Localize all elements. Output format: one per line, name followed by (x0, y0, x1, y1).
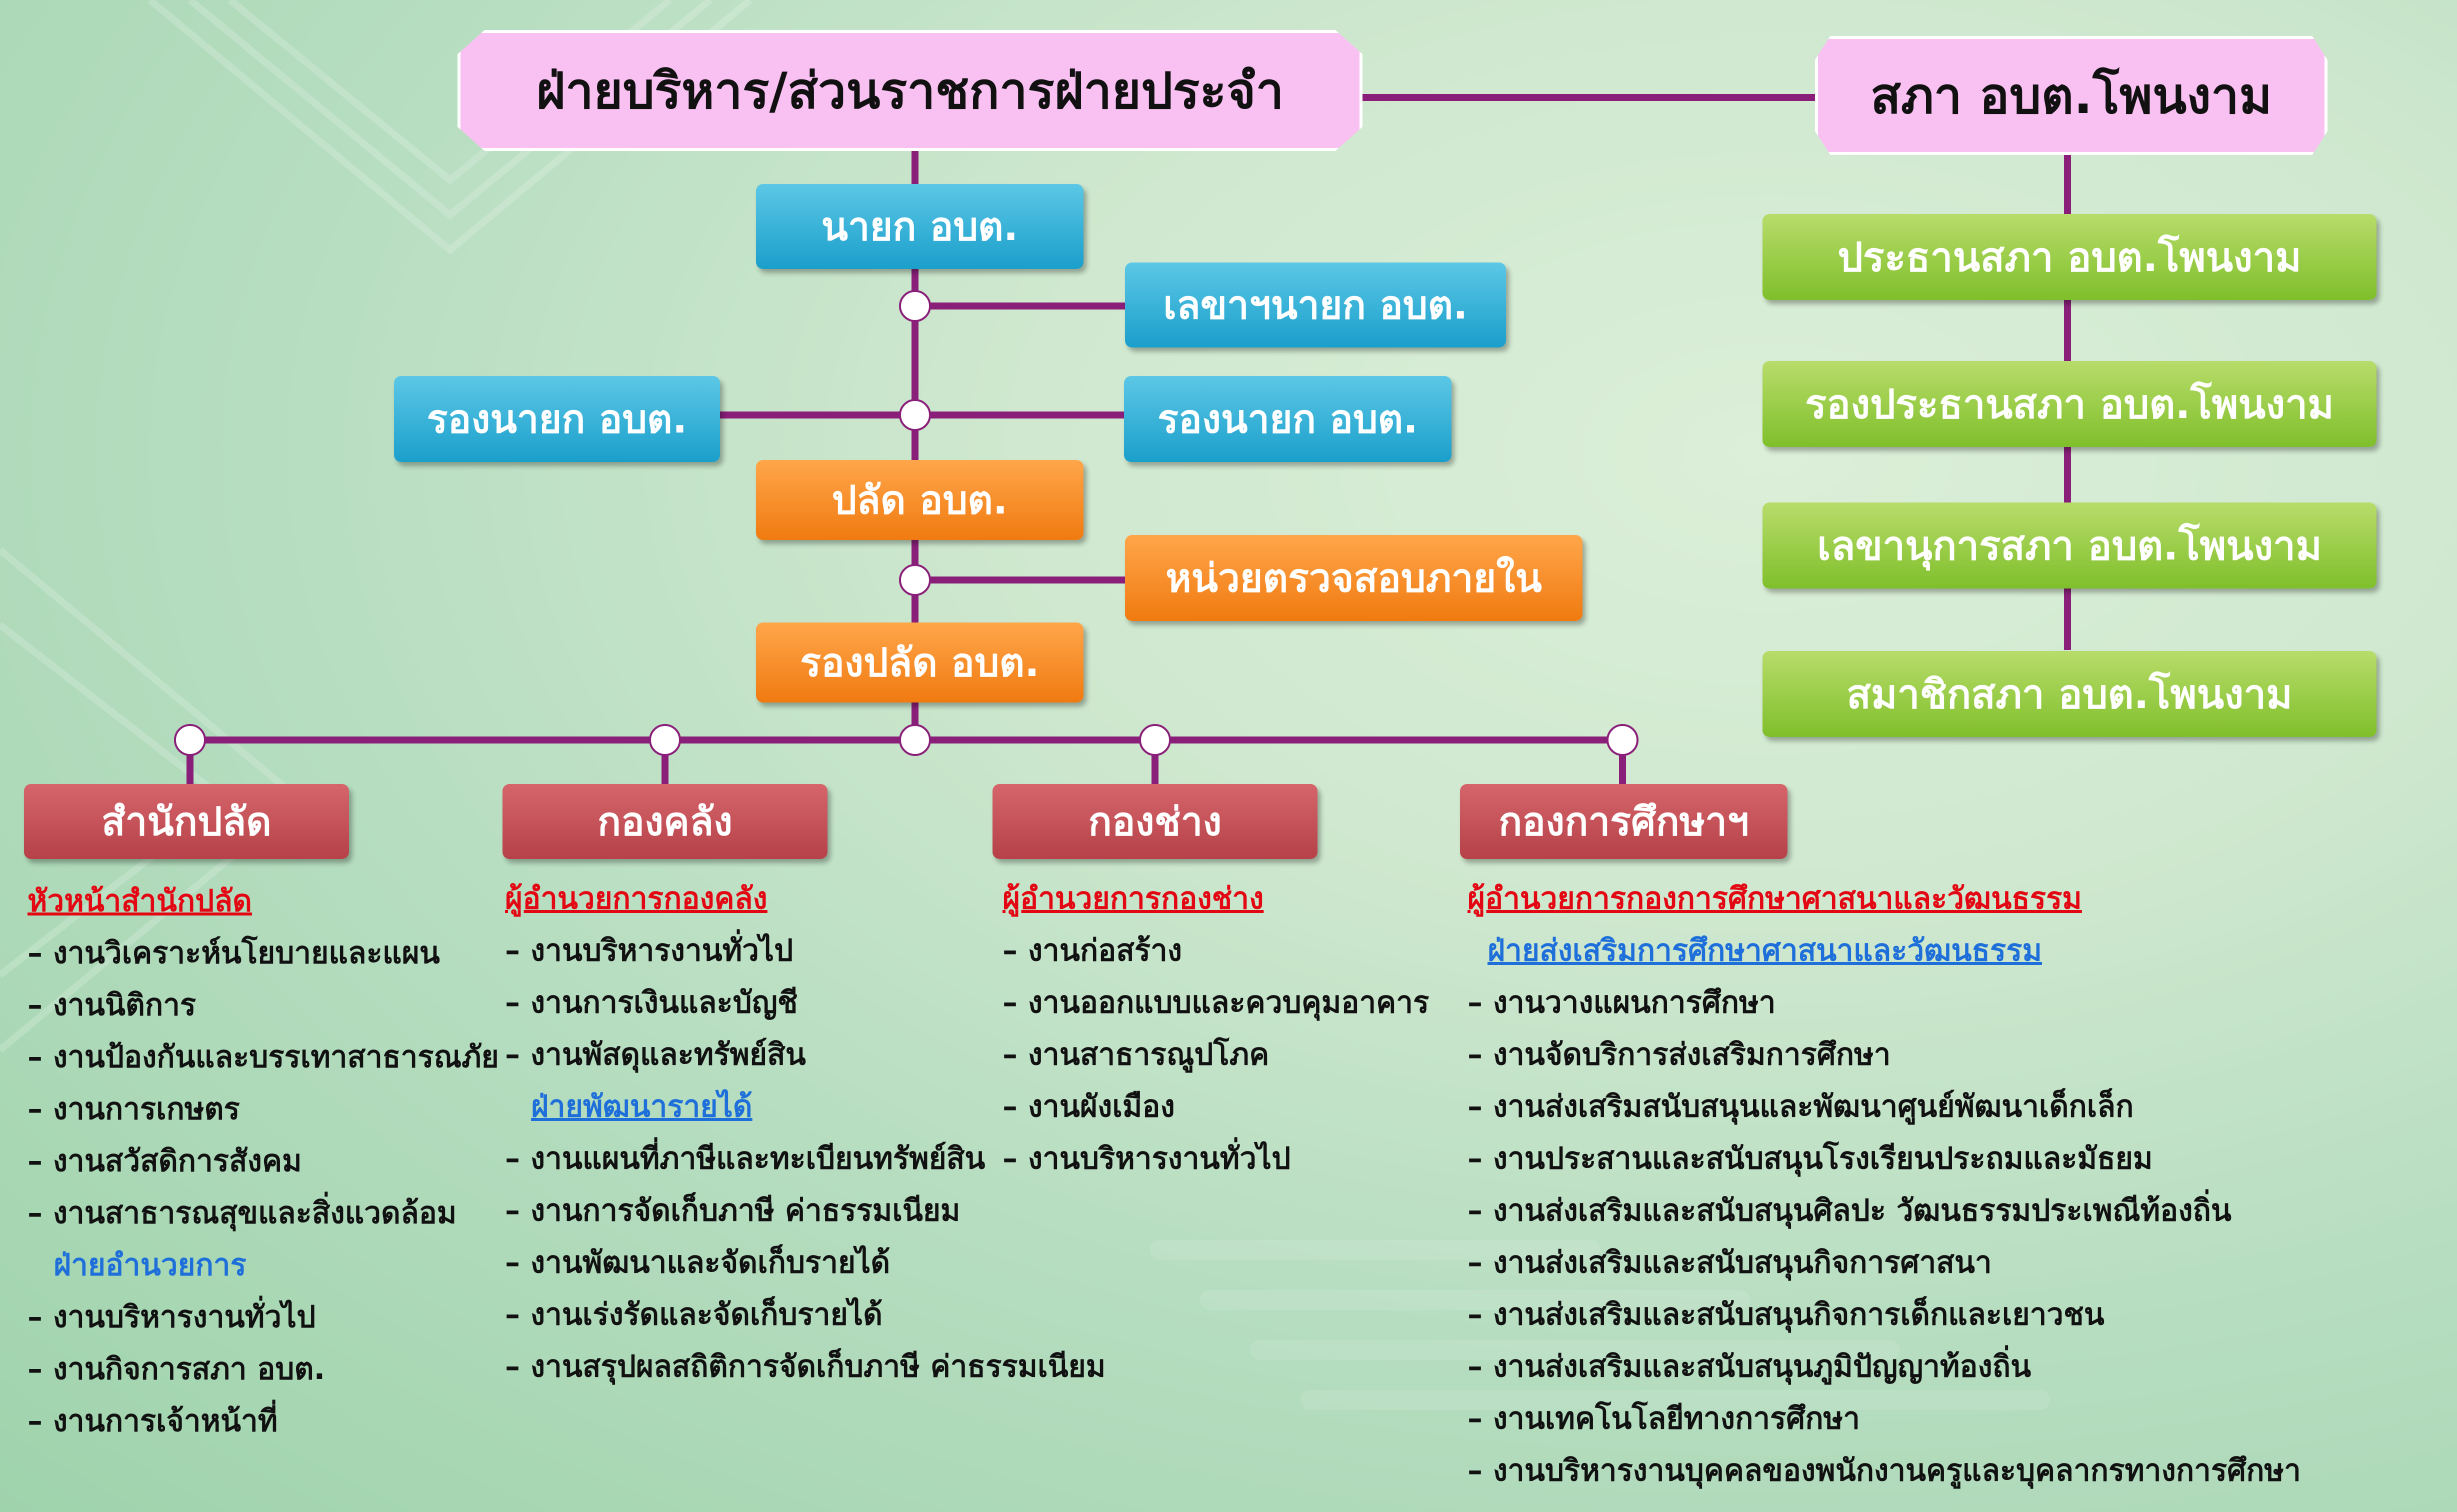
box-internal-audit: หน่วยตรวจสอบภายใน (1125, 535, 1582, 621)
box-deputy-mayor-right: รองนายก อบต. (1124, 376, 1452, 462)
box-deputy-palad: รองปลัด อบต. (756, 622, 1084, 702)
list-item: – งานนิติการ (28, 988, 196, 1022)
list-item: – งานสาธารณสุขและสิ่งแวดล้อม (28, 1196, 457, 1230)
list-item: – งานส่งเสริมและสนับสนุนกิจการเด็กและเยา… (1468, 1297, 2104, 1332)
box-mayor: นายก อบต. (756, 184, 1084, 269)
list-item: – งานการเงินและบัญชี (505, 985, 798, 1020)
box-dept-engineering: กองช่าง (992, 784, 1318, 859)
list-item: – งานการจัดเก็บภาษี ค่าธรรมเนียม (505, 1193, 960, 1228)
list-item: – งานวางแผนการศึกษา (1468, 985, 1776, 1020)
box-council-vice-president: รองประธานสภา อบต.โพนงาม (1762, 361, 2376, 447)
connector-node (649, 724, 681, 756)
connector-node (899, 724, 931, 756)
connector-node (899, 399, 931, 431)
list-dept-palad-office: หัวหน้าสำนักปลัด – งานวิเคราะห์นโยบายและ… (28, 875, 499, 1447)
box-palad: ปลัด อบต. (756, 460, 1084, 540)
list-dept-finance: ผู้อำนวยการกองคลัง – งานบริหารงานทั่วไป … (505, 872, 1106, 1392)
connector-node (1606, 724, 1638, 756)
list-subhead: ฝ่ายส่งเสริมการศึกษาศาสนาและวัฒนธรรม (1488, 933, 2042, 968)
header-executive: ฝ่ายบริหาร/ส่วนราชการฝ่ายประจำ (458, 30, 1362, 151)
list-item: – งานบริหารงานทั่วไป (1002, 1141, 1291, 1176)
list-item: – งานออกแบบและควบคุมอาคาร (1002, 985, 1430, 1020)
list-subhead: ฝ่ายพัฒนารายได้ (531, 1089, 752, 1124)
connector-node (899, 564, 931, 596)
list-item: – งานการเจ้าหน้าที่ (28, 1404, 278, 1438)
list-item: – งานกิจการสภา อบต. (28, 1352, 326, 1386)
list-item: – งานส่งเสริมและสนับสนุนศิลปะ วัฒนธรรมปร… (1468, 1193, 2232, 1228)
list-item: – งานสาธารณูปโภค (1002, 1037, 1270, 1072)
box-dept-palad-office: สำนักปลัด (24, 784, 349, 859)
list-head: ผู้อำนวยการกองช่าง (1002, 881, 1264, 916)
list-item: – งานแผนที่ภาษีและทะเบียนทรัพย์สิน (505, 1141, 986, 1176)
box-council-secretary: เลขานุการสภา อบต.โพนงาม (1762, 502, 2376, 588)
list-item: – งานป้องกันและบรรเทาสาธารณภัย (28, 1040, 499, 1074)
list-item: – งานก่อสร้าง (1002, 933, 1182, 968)
list-item: – งานส่งเสริมสนับสนุนและพัฒนาศูนย์พัฒนาเ… (1468, 1089, 2134, 1124)
list-item: – งานสวัสดิการสังคม (28, 1144, 302, 1178)
list-item: – งานบริหารงานทั่วไป (28, 1300, 316, 1334)
list-item: – งานพัฒนาและจัดเก็บรายได้ (505, 1245, 890, 1280)
list-dept-engineering: ผู้อำนวยการกองช่าง – งานก่อสร้าง – งานออ… (1002, 872, 1429, 1184)
header-council: สภา อบต.โพนงาม (1815, 36, 2328, 155)
list-dept-education: ผู้อำนวยการกองการศึกษาศาสนาและวัฒนธรรม ฝ… (1468, 872, 2301, 1496)
list-item: – งานประสานและสนับสนุนโรงเรียนประถมและมั… (1468, 1141, 2153, 1176)
box-mayor-secretary: เลขาฯนายก อบต. (1125, 262, 1506, 348)
connector-node (899, 290, 931, 322)
list-item: – งานเร่งรัดและจัดเก็บรายได้ (505, 1297, 883, 1332)
list-head: หัวหน้าสำนักปลัด (28, 884, 252, 918)
box-deputy-mayor-left: รองนายก อบต. (394, 376, 720, 462)
connector-node (174, 724, 206, 756)
list-subhead: ฝ่ายอำนวยการ (54, 1248, 246, 1282)
list-item: – งานการเกษตร (28, 1092, 240, 1126)
list-head: ผู้อำนวยการกองคลัง (505, 881, 768, 916)
list-item: – งานผังเมือง (1002, 1089, 1175, 1124)
list-item: – งานบริหารงานทั่วไป (505, 933, 794, 968)
connector-node (1139, 724, 1171, 756)
box-dept-finance: กองคลัง (502, 784, 828, 859)
box-dept-education: กองการศึกษาฯ (1460, 784, 1788, 859)
list-head: ผู้อำนวยการกองการศึกษาศาสนาและวัฒนธรรม (1468, 881, 2082, 916)
list-item: – งานสรุปผลสถิติการจัดเก็บภาษี ค่าธรรมเน… (505, 1349, 1106, 1384)
list-item: – งานจัดบริการส่งเสริมการศึกษา (1468, 1037, 1891, 1072)
list-item: – งานเทคโนโลยีทางการศึกษา (1468, 1401, 1860, 1436)
box-council-members: สมาชิกสภา อบต.โพนงาม (1762, 651, 2376, 737)
list-item: – งานวิเคราะห์นโยบายและแผน (28, 936, 440, 970)
list-item: – งานส่งเสริมและสนับสนุนภูมิปัญญาท้องถิ่… (1468, 1349, 2032, 1384)
list-item: – งานบริหารงานบุคคลของพนักงานครูและบุคลา… (1468, 1453, 2301, 1488)
list-item: – งานพัสดุและทรัพย์สิน (505, 1037, 806, 1072)
box-council-president: ประธานสภา อบต.โพนงาม (1762, 214, 2376, 300)
list-item: – งานส่งเสริมและสนับสนุนกิจการศาสนา (1468, 1245, 1992, 1280)
